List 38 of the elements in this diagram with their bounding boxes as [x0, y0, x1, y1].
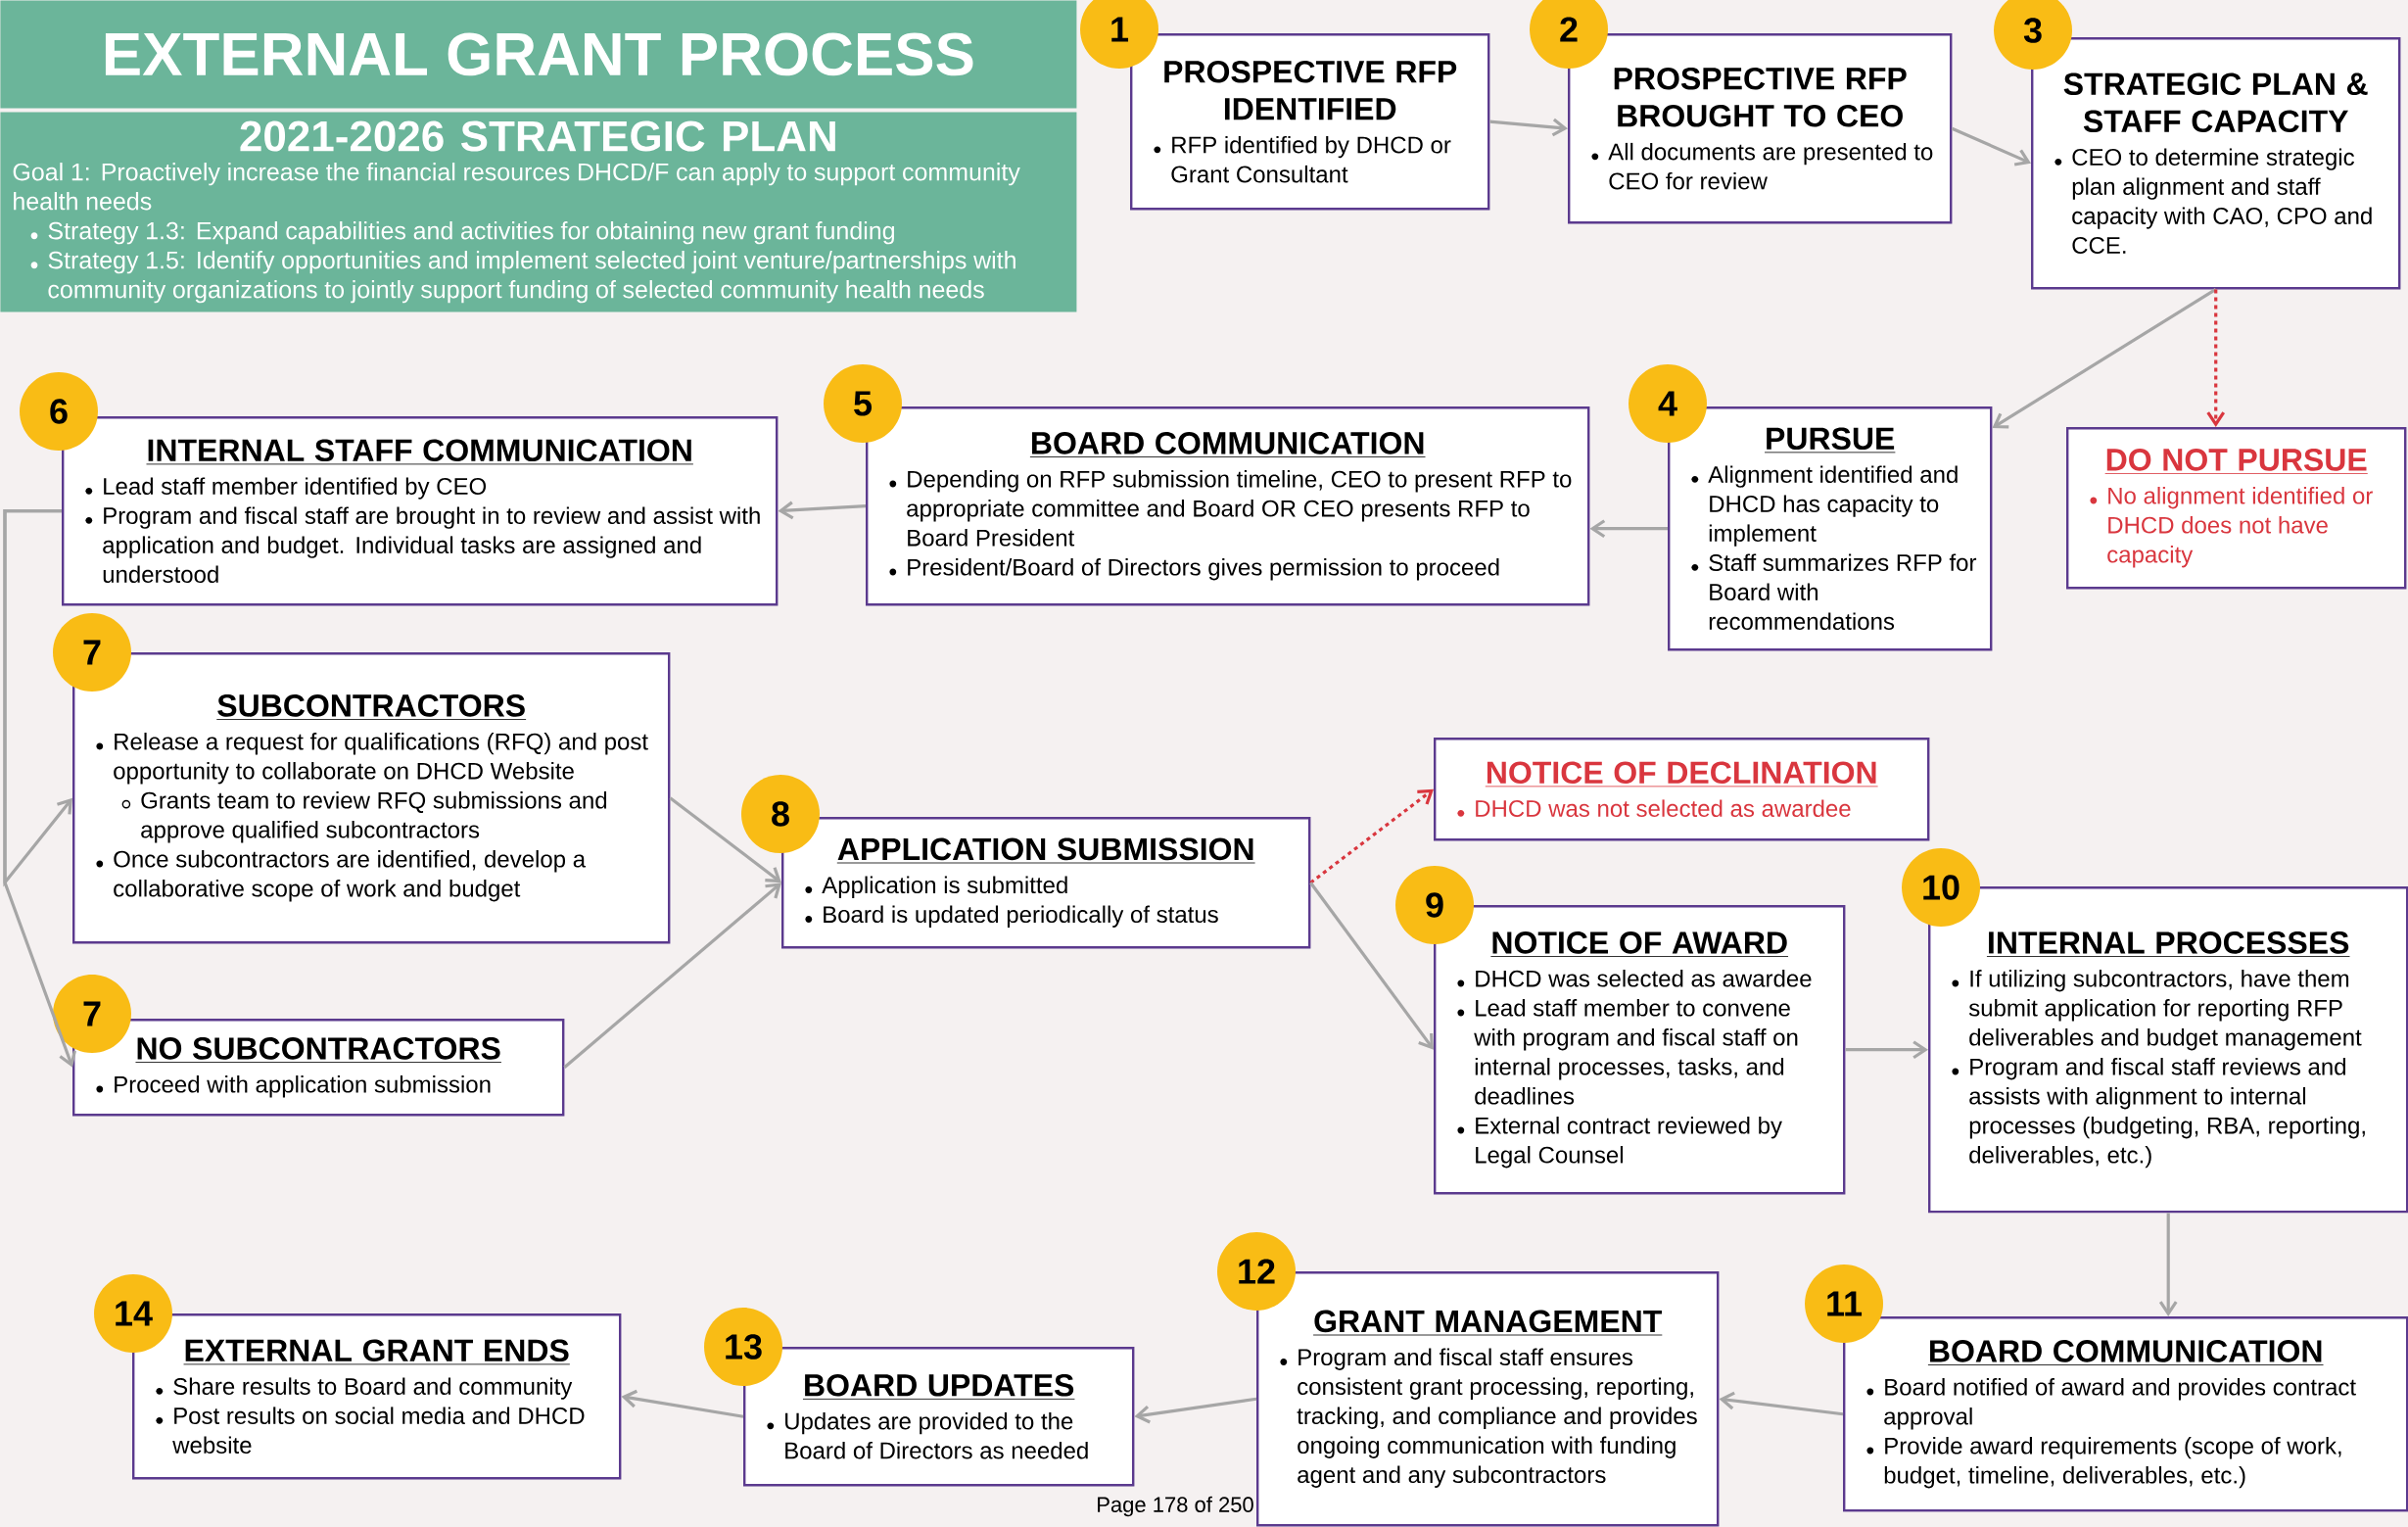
arrow [1951, 126, 2031, 167]
arrow [1309, 788, 1434, 884]
number-badge: 7 [53, 613, 131, 692]
arrow [621, 1389, 744, 1418]
arrow [2158, 1213, 2178, 1316]
process-box: DO NOT PURSUE No alignment identified or DHCD does not have capacity [2066, 427, 2407, 590]
arrow [1134, 1397, 1257, 1424]
arrow [1719, 1391, 1844, 1416]
node-label: External contract reviewed by Legal Counsel [1476, 1117, 1782, 1169]
process-box: BOARD COMMUNICATION Board notified of award and provides contract approval Provide award requirements (scope of work, budget, timeline, deliverables, etc.) [1843, 1316, 2408, 1512]
page-number: Page 178 of 250 [1098, 1496, 1253, 1517]
node-label: Once subcontractors are identified, develop a collaborative scope of work and budget [114, 850, 587, 902]
arrow [3, 509, 76, 1068]
node-label: NOTICE OF AWARD [1492, 931, 1787, 954]
arrow [1309, 882, 1434, 1050]
arrow [1992, 288, 2217, 429]
arrow [778, 501, 867, 520]
arrow [669, 796, 781, 883]
arrow [1489, 118, 1569, 137]
node-label: Lead staff member to convene with program and fiscal staff on internal processes, tasks, and deadlines [1474, 999, 1798, 1105]
number-badge: 14 [94, 1274, 172, 1353]
arrow [1589, 519, 1668, 539]
arrow [2206, 289, 2226, 427]
process-box: PROSPECTIVE RFP IDENTIFIED RFP identified by DHCD or Grant Consultant [1130, 33, 1490, 211]
number-badge: 11 [1805, 1265, 1883, 1343]
arrow [563, 883, 781, 1069]
number-badge: 1 [1080, 0, 1158, 69]
number-badge: 10 [1902, 848, 1980, 927]
number-badge: 12 [1217, 1232, 1296, 1311]
node-label: Release a request for qualifications (RFQ) and post opportunity to collaborate on DHCD Website [114, 733, 648, 785]
arrow [1845, 1040, 1929, 1060]
number-badge: 13 [704, 1308, 782, 1386]
title-banner: EXTERNAL GRANT PROCESS [0, 0, 1077, 109]
node-label: Grants team to review RFQ submissions and approve qualified subcontractors [141, 791, 607, 843]
node-label: DHCD was selected as awardee [1476, 970, 1812, 987]
process-box: NOTICE OF DECLINATION DHCD was not selected as awardee [1434, 738, 1930, 841]
node-label: SUBCONTRACTORS [217, 694, 525, 717]
strategic-plan-panel: 2021-2026 STRATEGIC PLAN Goal 1: Proactively increase the financial resources DHCD/F can apply to support community health needs Strategy 1.3: Expand capabilities and activities for obtaining new grant funding Strategy 1.5: Identify opportunities and implement selected joint venture/partnerships with community organizations to jointly support funding of selected community health needs [0, 112, 1077, 312]
